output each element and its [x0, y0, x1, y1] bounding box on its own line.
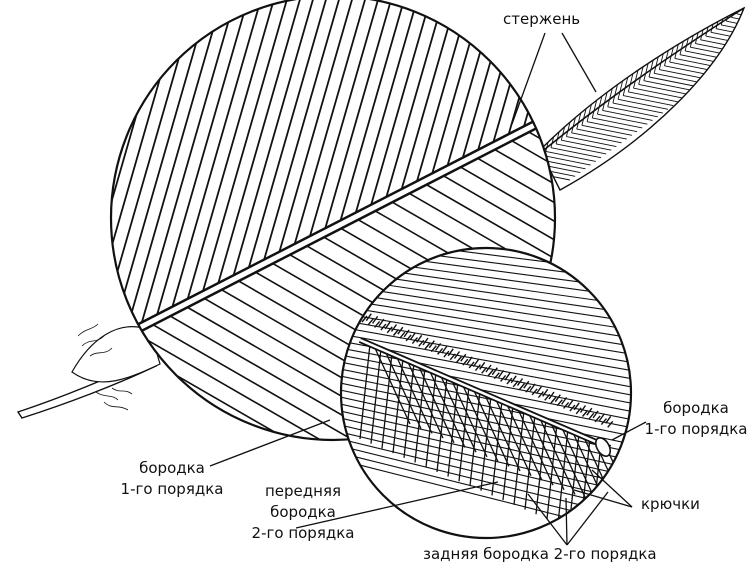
label-shaft: стержень — [503, 9, 580, 30]
label-barb-left-line1: бородка — [106, 458, 238, 479]
lower-barbule-line — [605, 445, 641, 523]
leader-shaft-1 — [512, 33, 545, 124]
label-barb-right-line1: бородка — [640, 398, 752, 419]
label-front-barbule-line2: бородка — [238, 502, 368, 523]
label-hooks: крючки — [641, 494, 700, 515]
label-barb-left: бородка 1-го порядка — [106, 458, 238, 500]
label-back-barbule: задняя бородка 2-го порядка — [423, 544, 657, 565]
tail-barb-line — [742, 10, 753, 20]
label-front-barbule-line1: передняя — [238, 481, 368, 502]
feather-quill — [18, 324, 160, 418]
label-front-barbule: передняя бородка 2-го порядка — [238, 481, 368, 544]
label-barb-left-line2: 1-го порядка — [106, 479, 238, 500]
label-barb-right-line2: 1-го порядка — [640, 419, 752, 440]
label-front-barbule-line3: 2-го порядка — [238, 523, 368, 544]
leader-shaft-2 — [562, 33, 596, 92]
label-barb-right: бородка 1-го порядка — [640, 398, 752, 440]
